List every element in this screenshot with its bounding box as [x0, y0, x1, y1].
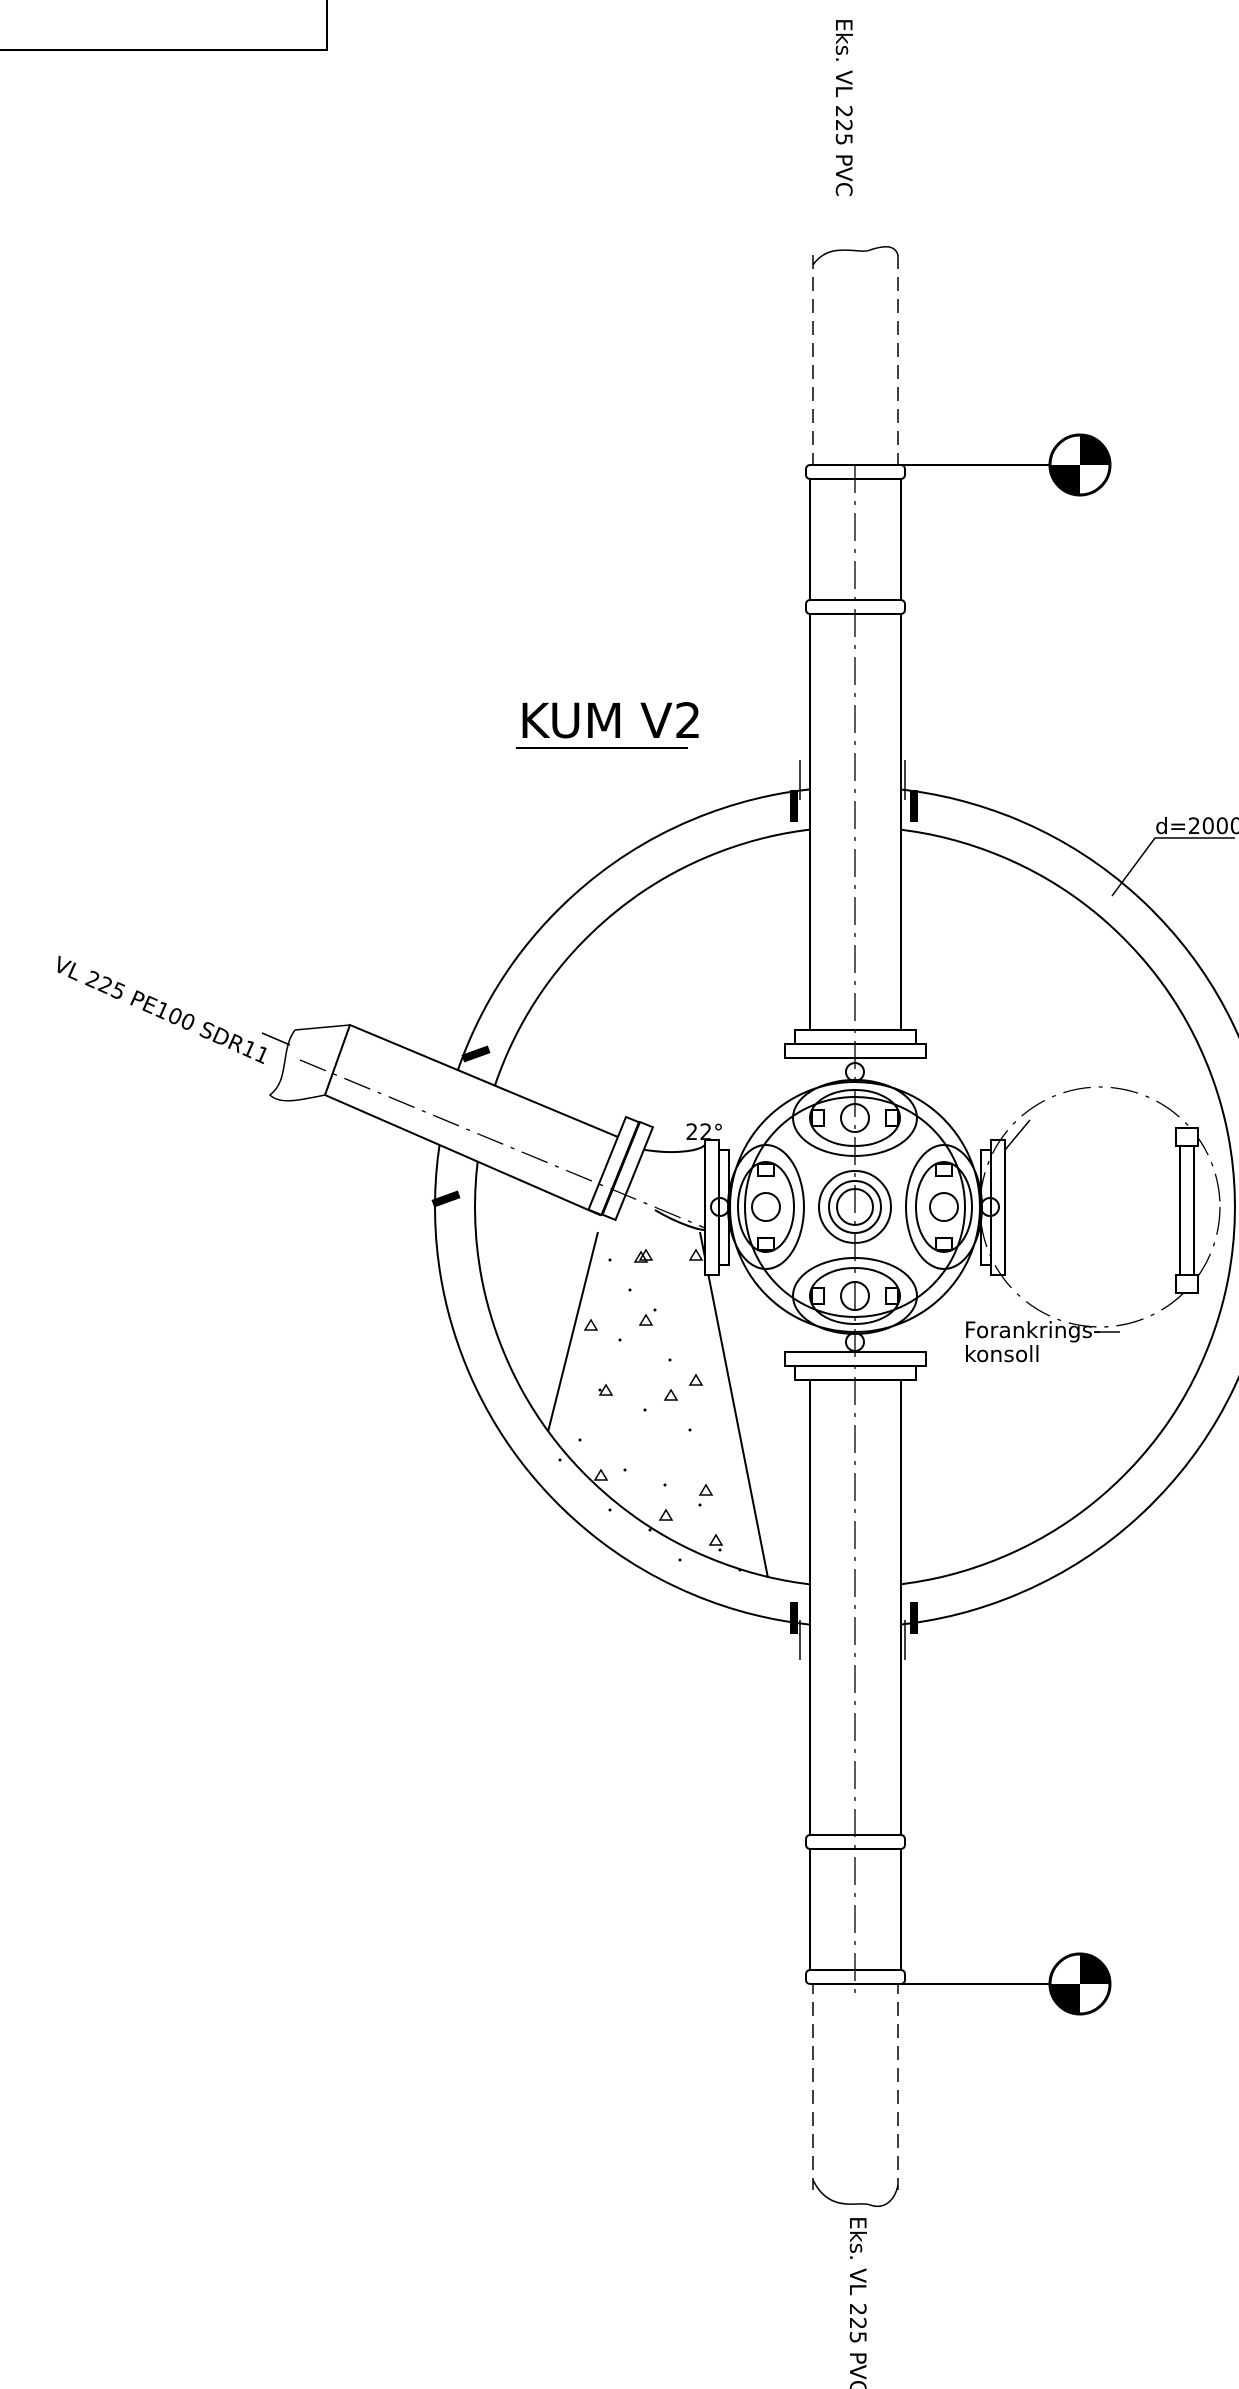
valve-right [905, 1144, 983, 1270]
anchor-bracket [979, 1086, 1221, 1333]
valve-cross-assembly [704, 1062, 1006, 1352]
pipe-left-leader [261, 1032, 291, 1046]
label-anchor-line2: konsoll [964, 1343, 1041, 1368]
existing-pipe-top [812, 245, 899, 465]
diameter-leader [1111, 837, 1235, 897]
incoming-pipe-angled [268, 1023, 711, 1231]
concrete-support [547, 1231, 769, 1579]
label-anchor-line1: Forankrings- [964, 1319, 1101, 1344]
valve-left [727, 1144, 805, 1270]
label-pipe-top: Eks. VL 225 PVC [830, 18, 855, 197]
elevation-marker-top [898, 433, 1112, 497]
label-diameter: d=2000 [1155, 815, 1239, 840]
label-pipe-left: VL 225 PE100 SDR11 [50, 953, 274, 1071]
elevation-marker-bottom [898, 1952, 1112, 2016]
label-angle: 22° [685, 1121, 724, 1146]
title-kum: KUM V2 [518, 694, 703, 750]
existing-pipe-bottom [812, 1980, 899, 2207]
valve-top [792, 1079, 918, 1157]
label-pipe-bottom: Eks. VL 225 PVC [844, 2216, 869, 2389]
title-block-frame [0, 0, 328, 51]
